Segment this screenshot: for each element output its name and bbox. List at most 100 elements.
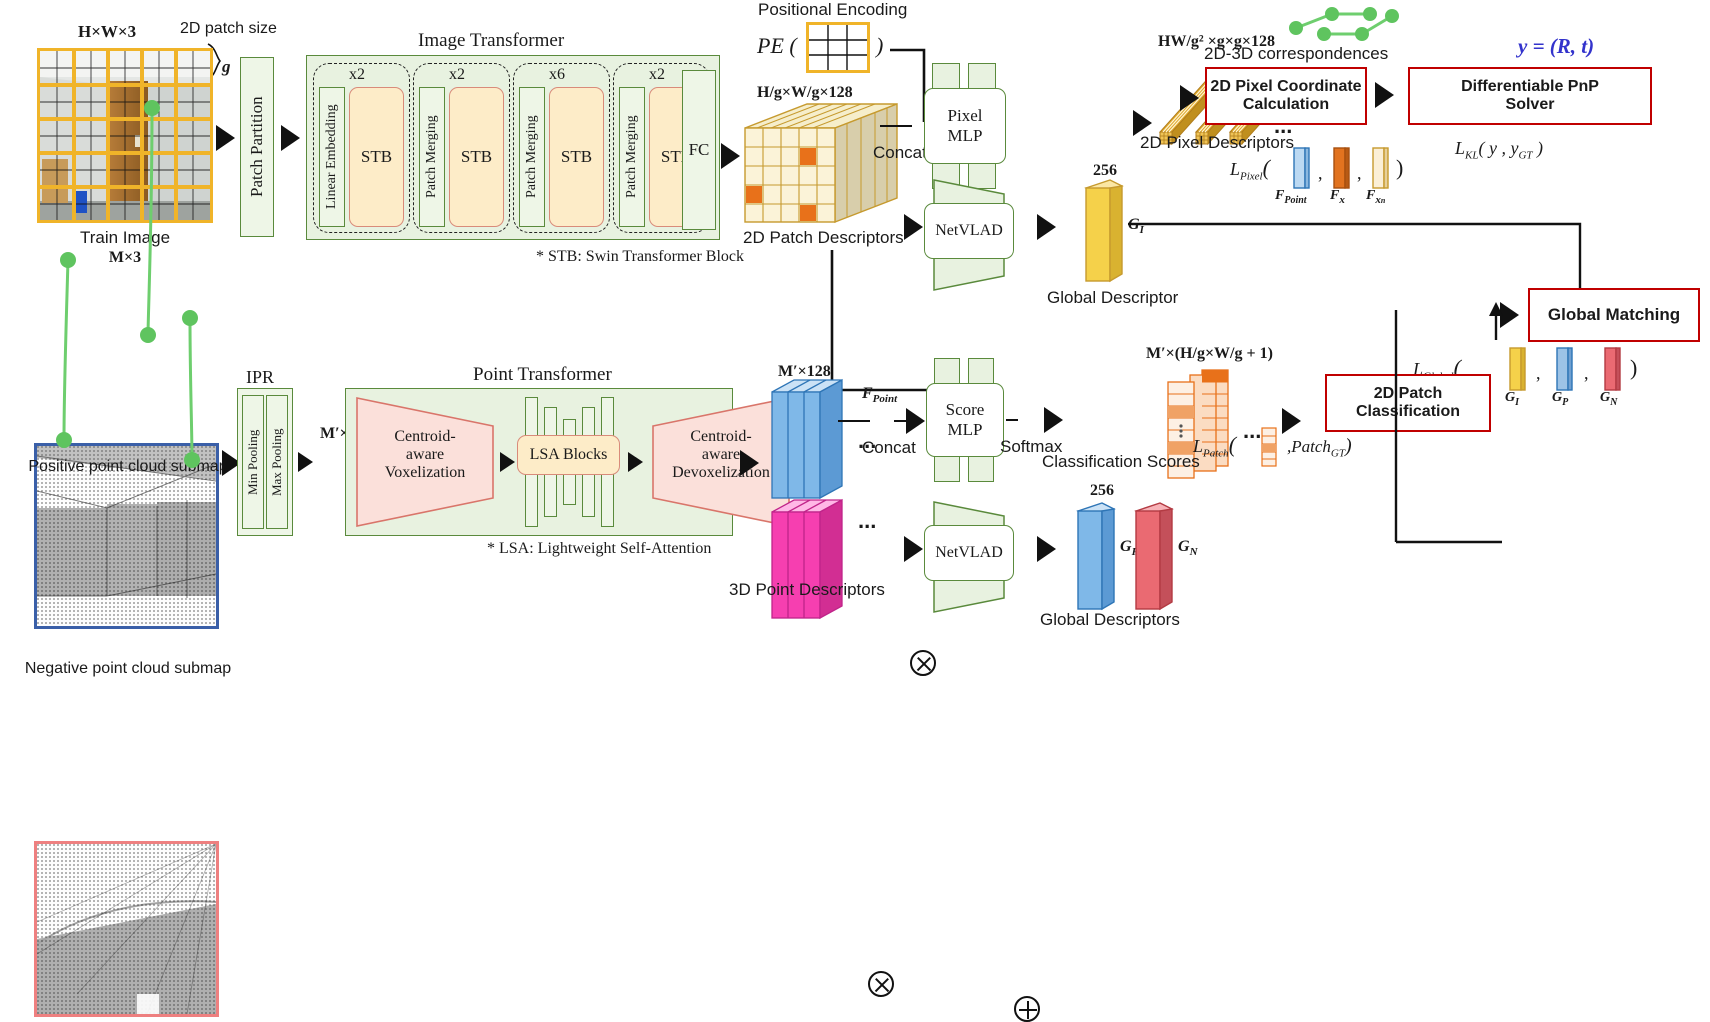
arrow-to-global-descriptor (1037, 214, 1056, 240)
centroid-devox-line2: aware (701, 445, 741, 463)
score-mlp-block: Score MLP (926, 383, 1004, 457)
g-p-bar (1076, 502, 1116, 611)
negative-point-cloud-submap (34, 841, 219, 1017)
l-pixel-close-paren: ) (1396, 155, 1404, 180)
g-i-mini-sub: I (1515, 396, 1520, 408)
arrow-to-ipr (222, 450, 241, 476)
pose-output-label: y = (R, t) (1518, 34, 1595, 58)
arrow-to-point-descriptors (740, 450, 759, 476)
l-patch-L: L (1193, 436, 1204, 456)
point-descriptors-label: 3D Point Descriptors (729, 580, 885, 599)
concat-point-output-line (894, 420, 908, 423)
global-descriptor-label: Global Descriptor (1047, 288, 1179, 307)
label-g: g (222, 57, 231, 76)
arrow-to-global-descriptors (1037, 536, 1056, 562)
concat-label-point: Concat (862, 438, 916, 457)
global-descriptors-dim: 256 (1090, 482, 1114, 499)
f-xn-F: F (1366, 188, 1376, 203)
lsa-footnote: * LSA: Lightweight Self-Attention (487, 540, 712, 557)
l-global-comma-2: , (1584, 363, 1589, 383)
ipr-title: IPR (246, 367, 275, 387)
gi-to-global-matching-line (1128, 222, 1582, 310)
patch-gt-label: ,PatchGT) (1287, 435, 1352, 459)
l-kl-gt: GT (1518, 149, 1533, 162)
point-descriptors-magenta (771, 498, 843, 620)
concat-operator-point[interactable] (868, 971, 894, 997)
arrow-to-netvlad-point (904, 536, 923, 562)
arrow-to-classification-scores (1044, 407, 1063, 433)
centroid-devoxelization-label: Centroid- aware Devoxelization (653, 428, 789, 482)
correspondences-label: 2D-3D correspondences (1204, 44, 1389, 63)
pixel-coord-line1: 2D Pixel Coordinate (1210, 78, 1362, 95)
pixel-coord-line2: Calculation (1242, 96, 1330, 113)
point-transformer-title: Point Transformer (473, 364, 612, 385)
concat-input-line (880, 125, 912, 128)
l-patch-label: LPatch( (1193, 432, 1236, 460)
g-n-label: GN (1178, 538, 1198, 558)
pe-grid-icon (806, 22, 870, 73)
pnp-solver-block: Differentiable PnP Solver (1408, 67, 1652, 125)
label-m3: M×3 (108, 249, 142, 266)
stb-footnote: * STB: Swin Transformer Block (536, 248, 745, 265)
g-i-sub: I (1139, 224, 1144, 237)
lsa-blocks-block: LSA Blocks (517, 435, 620, 475)
g-n-mini-label: GN (1600, 390, 1617, 408)
arrow-to-pnp-solver (1375, 82, 1394, 108)
f-xn-label: Fxn (1366, 188, 1385, 206)
arrow-to-devoxelization (628, 452, 643, 472)
stb-label-3: STB (560, 147, 593, 166)
arrow-to-point-transformer (298, 452, 313, 472)
patch-merging-label-1: Patch Merging (424, 115, 439, 199)
softmax-operator[interactable] (1014, 996, 1040, 1022)
patch-descriptors-label: 2D Patch Descriptors (743, 228, 904, 247)
l-pixel-paren: ( (1262, 155, 1270, 180)
stb-block-3: STB (549, 87, 604, 227)
pixel-desc-dims: HW/g² ×g×g×128 (1158, 33, 1276, 50)
netvlad-image-block: NetVLAD (924, 203, 1014, 259)
correspondence-lines (56, 100, 200, 468)
label-negative-submap: Negative point cloud submap (24, 660, 232, 677)
point-desc-ellipsis-blue: ... (858, 428, 877, 453)
linear-embedding-label: Linear Embedding (324, 104, 339, 210)
concat-operator-image[interactable] (910, 650, 936, 676)
pe-open: PE ( (757, 33, 797, 58)
arrow-to-global-matching (1500, 302, 1519, 328)
arrow-to-pixel-coord-calc (1180, 85, 1199, 111)
softmax-label: Softmax (1000, 437, 1063, 456)
g-i-mini-bar (1509, 347, 1526, 391)
f-point-label-pixel: FPoint (1275, 188, 1307, 206)
label-positive-submap: Positive point cloud submap (28, 458, 228, 475)
arrow-to-lsa-blocks (500, 452, 515, 472)
class-scores-dims: M′×(H/g×W/g + 1) (1146, 345, 1273, 362)
stb-block-1: STB (349, 87, 404, 227)
train-image (37, 48, 213, 223)
stage-3-dashed (513, 63, 610, 233)
point-desc-ellipsis-magenta: ... (858, 508, 877, 533)
f-x-sub: x (1339, 193, 1345, 206)
centroid-vox-line1: Centroid- (394, 428, 456, 445)
min-pooling-block: Min Pooling (242, 395, 264, 529)
pixel-mlp-line2: MLP (947, 126, 983, 145)
l-kl-L: L (1455, 138, 1466, 158)
softmax-input-line (1006, 419, 1018, 422)
g-p-sub: P (1131, 546, 1139, 559)
global-descriptors-label: Global Descriptors (1040, 610, 1180, 629)
l-pixel-L: L (1230, 159, 1241, 179)
f-point-sub: Point (1284, 194, 1307, 206)
max-pooling-label: Max Pooling (269, 428, 284, 496)
stage-2-dashed (413, 63, 510, 233)
f-point-bar-icon (1293, 147, 1310, 189)
g-n-mini-bar (1604, 347, 1621, 391)
g-p-mini-sub: P (1562, 396, 1569, 408)
stage-1-repeat: x2 (349, 66, 365, 83)
g-i-mini-label: GI (1505, 390, 1519, 408)
patch-merging-label-2: Patch Merging (524, 115, 539, 199)
patch-partition-block: Patch Partition (240, 57, 274, 237)
mprime128-label: M′×128 (778, 363, 831, 380)
global-descriptor-bar (1084, 179, 1124, 283)
netvlad-point-label: NetVLAD (935, 544, 1003, 561)
f-point-label: FPoint (862, 385, 897, 405)
stb-label-2: STB (460, 147, 493, 166)
linear-embedding-block: Linear Embedding (319, 87, 345, 227)
fc-label: FC (688, 140, 710, 159)
